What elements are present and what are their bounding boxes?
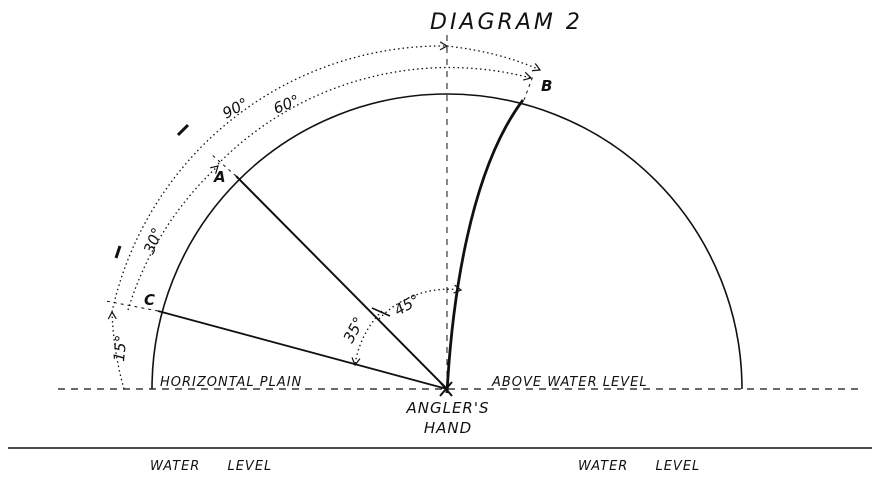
diagram-title: DIAGRAM 2 — [430, 10, 583, 35]
extension-a — [210, 153, 237, 177]
angle-15-label: 15° — [110, 334, 130, 362]
anglers-label: ANGLER'S — [405, 399, 489, 417]
above-water-level-label: ABOVE WATER LEVEL — [491, 375, 648, 390]
line-hand-to-c — [157, 310, 448, 390]
point-b-label: B — [541, 77, 552, 95]
extension-b — [523, 75, 534, 101]
angle-45-label: 45° — [391, 291, 423, 320]
arc-60-degrees — [217, 66, 533, 165]
arc-90-to-b — [446, 45, 542, 72]
angle-30-label: 30° — [140, 225, 167, 256]
arc-35-degrees — [351, 310, 383, 367]
hatch-mark-1 — [176, 123, 190, 137]
extension-c — [105, 300, 159, 312]
hatch-mark-2 — [114, 245, 122, 259]
inner-arc-tick — [371, 307, 391, 317]
semicircle-arc — [151, 93, 743, 390]
point-c-label: C — [144, 291, 155, 309]
angle-35-label: 35° — [340, 314, 368, 346]
angle-60-label: 60° — [271, 91, 302, 118]
arc-90-degrees — [111, 41, 449, 313]
horizontal-plain-label: HORIZONTAL PLAIN — [160, 375, 302, 390]
water-level-right-label: WATER LEVEL — [578, 459, 700, 474]
point-a-label: A — [213, 168, 226, 186]
angler-hand-mark — [439, 381, 453, 397]
line-hand-to-a — [235, 175, 448, 390]
rod-curve-to-b — [445, 99, 525, 394]
water-level-left-label: WATER LEVEL — [150, 459, 272, 474]
arc-45-degrees — [378, 284, 463, 320]
hand-label: HAND — [424, 419, 472, 437]
angle-90-label: 90° — [219, 94, 251, 122]
arc-30-degrees — [127, 165, 219, 311]
